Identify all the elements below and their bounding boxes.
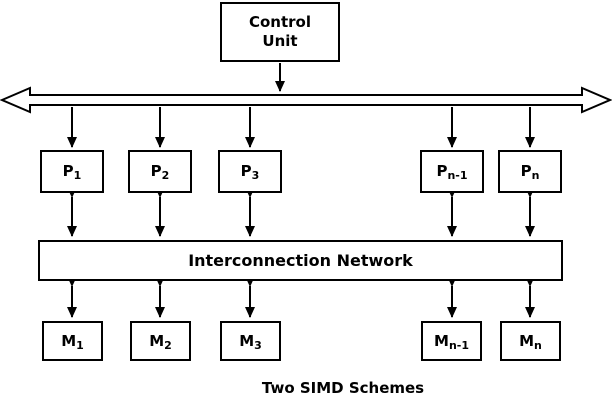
processor-label: P2: [150, 162, 170, 183]
control-unit-box: Control Unit: [220, 2, 340, 62]
memory-box-2: M2: [130, 321, 191, 361]
memory-box-3: M3: [220, 321, 281, 361]
memory-label: M2: [149, 331, 172, 352]
memory-label: M1: [61, 331, 84, 352]
processor-label: Pn: [520, 162, 540, 183]
processor-label: P3: [240, 162, 260, 183]
interconnection-network-box: Interconnection Network: [38, 240, 563, 281]
processor-box-n-1: Pn-1: [420, 150, 484, 193]
processor-box-1: P1: [40, 150, 104, 193]
memory-label: Mn-1: [434, 331, 469, 352]
memory-box-n: Mn: [500, 321, 561, 361]
processor-box-2: P2: [128, 150, 192, 193]
memory-box-1: M1: [42, 321, 103, 361]
memory-label: Mn: [519, 331, 542, 352]
processor-box-3: P3: [218, 150, 282, 193]
memory-label: M3: [239, 331, 262, 352]
processor-label: P1: [62, 162, 82, 183]
processor-box-n: Pn: [498, 150, 562, 193]
diagram-caption: Two SIMD Schemes: [261, 379, 425, 397]
memory-box-n-1: Mn-1: [421, 321, 482, 361]
interconnection-network-label: Interconnection Network: [188, 250, 413, 270]
broadcast-bus-arrow: [0, 86, 612, 114]
processor-label: Pn-1: [436, 162, 468, 183]
control-unit-label: Control Unit: [248, 13, 311, 50]
